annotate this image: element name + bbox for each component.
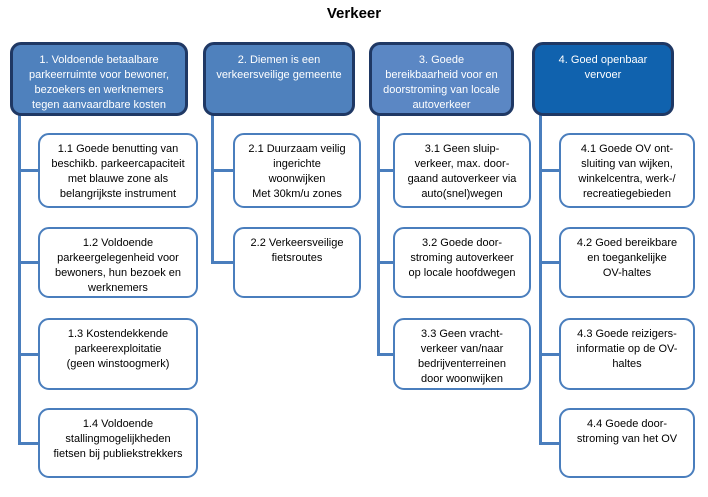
subgoal-4-2-label: 4.2 Goed bereikbare en toegankelijke OV-… [576,237,678,279]
connector-stub-2-2 [211,261,235,264]
subgoal-2-1-label: 2.1 Duurzaam veilig ingerichte woonwijke… [248,143,346,200]
subgoal-4-2-box: 4.2 Goed bereikbare en toegankelijke OV-… [559,227,695,298]
subgoal-1-2-label: 1.2 Voldoende parkeergelegenheid voor be… [55,237,181,294]
goal-3-box: 3. Goede bereikbaarheid voor en doorstro… [369,42,514,116]
connector-stub-4-1 [539,169,561,172]
subgoal-3-2-label: 3.2 Goede door- stroming autoverkeer op … [408,237,516,279]
subgoal-3-1-label: 3.1 Geen sluip- verkeer, max. door- gaan… [407,143,517,200]
subgoal-3-2-box: 3.2 Goede door- stroming autoverkeer op … [393,227,531,298]
subgoal-4-3-box: 4.3 Goede reizigers- informatie op de OV… [559,318,695,390]
goal-2-label: 2. Diemen is een verkeersveilige gemeent… [216,54,342,81]
subgoal-3-1-box: 3.1 Geen sluip- verkeer, max. door- gaan… [393,133,531,208]
goal-3-label: 3. Goede bereikbaarheid voor en doorstro… [383,54,500,111]
subgoal-2-1-box: 2.1 Duurzaam veilig ingerichte woonwijke… [233,133,361,208]
goal-1-label: 1. Voldoende betaalbare parkeerruimte vo… [28,54,169,111]
connector-trunk-4 [539,112,542,445]
subgoal-1-1-label: 1.1 Goede benutting van beschikb. parkee… [51,143,185,200]
subgoal-4-4-box: 4.4 Goede door- stroming van het OV [559,408,695,478]
subgoal-2-2-label: 2.2 Verkeersveilige fietsroutes [250,237,344,264]
subgoal-1-4-label: 1.4 Voldoende stallingmogelijkheden fiet… [53,418,183,460]
connector-stub-4-3 [539,353,561,356]
subgoal-4-4-label: 4.4 Goede door- stroming van het OV [576,418,678,445]
connector-stub-2-1 [211,169,235,172]
subgoal-4-1-box: 4.1 Goede OV ont- sluiting van wijken, w… [559,133,695,208]
subgoal-1-3-box: 1.3 Kostendekkende parkeerexploitatie (g… [38,318,198,390]
goal-4-label: 4. Goed openbaar vervoer [558,54,648,81]
connector-stub-4-2 [539,261,561,264]
connector-trunk-2 [211,112,214,264]
subgoal-3-3-label: 3.3 Geen vracht- verkeer van/naar bedrij… [417,328,507,385]
connector-stub-1-2 [18,261,40,264]
connector-stub-3-2 [377,261,395,264]
connector-trunk-3 [377,112,380,356]
connector-stub-1-4 [18,442,40,445]
subgoal-1-1-box: 1.1 Goede benutting van beschikb. parkee… [38,133,198,208]
subgoal-2-2-box: 2.2 Verkeersveilige fietsroutes [233,227,361,298]
connector-stub-1-3 [18,353,40,356]
goal-1-box: 1. Voldoende betaalbare parkeerruimte vo… [10,42,188,116]
subgoal-3-3-box: 3.3 Geen vracht- verkeer van/naar bedrij… [393,318,531,390]
subgoal-4-1-label: 4.1 Goede OV ont- sluiting van wijken, w… [578,143,676,200]
diagram-title: Verkeer [326,5,382,22]
subgoal-4-3-label: 4.3 Goede reizigers- informatie op de OV… [576,328,678,370]
goal-4-box: 4. Goed openbaar vervoer [532,42,674,116]
connector-stub-1-1 [18,169,40,172]
connector-stub-4-4 [539,442,561,445]
connector-stub-3-1 [377,169,395,172]
connector-stub-3-3 [377,353,395,356]
subgoal-1-3-label: 1.3 Kostendekkende parkeerexploitatie (g… [66,328,170,370]
connector-trunk-1 [18,112,21,445]
goal-2-box: 2. Diemen is een verkeersveilige gemeent… [203,42,355,116]
subgoal-1-2-box: 1.2 Voldoende parkeergelegenheid voor be… [38,227,198,298]
subgoal-1-4-box: 1.4 Voldoende stallingmogelijkheden fiet… [38,408,198,478]
